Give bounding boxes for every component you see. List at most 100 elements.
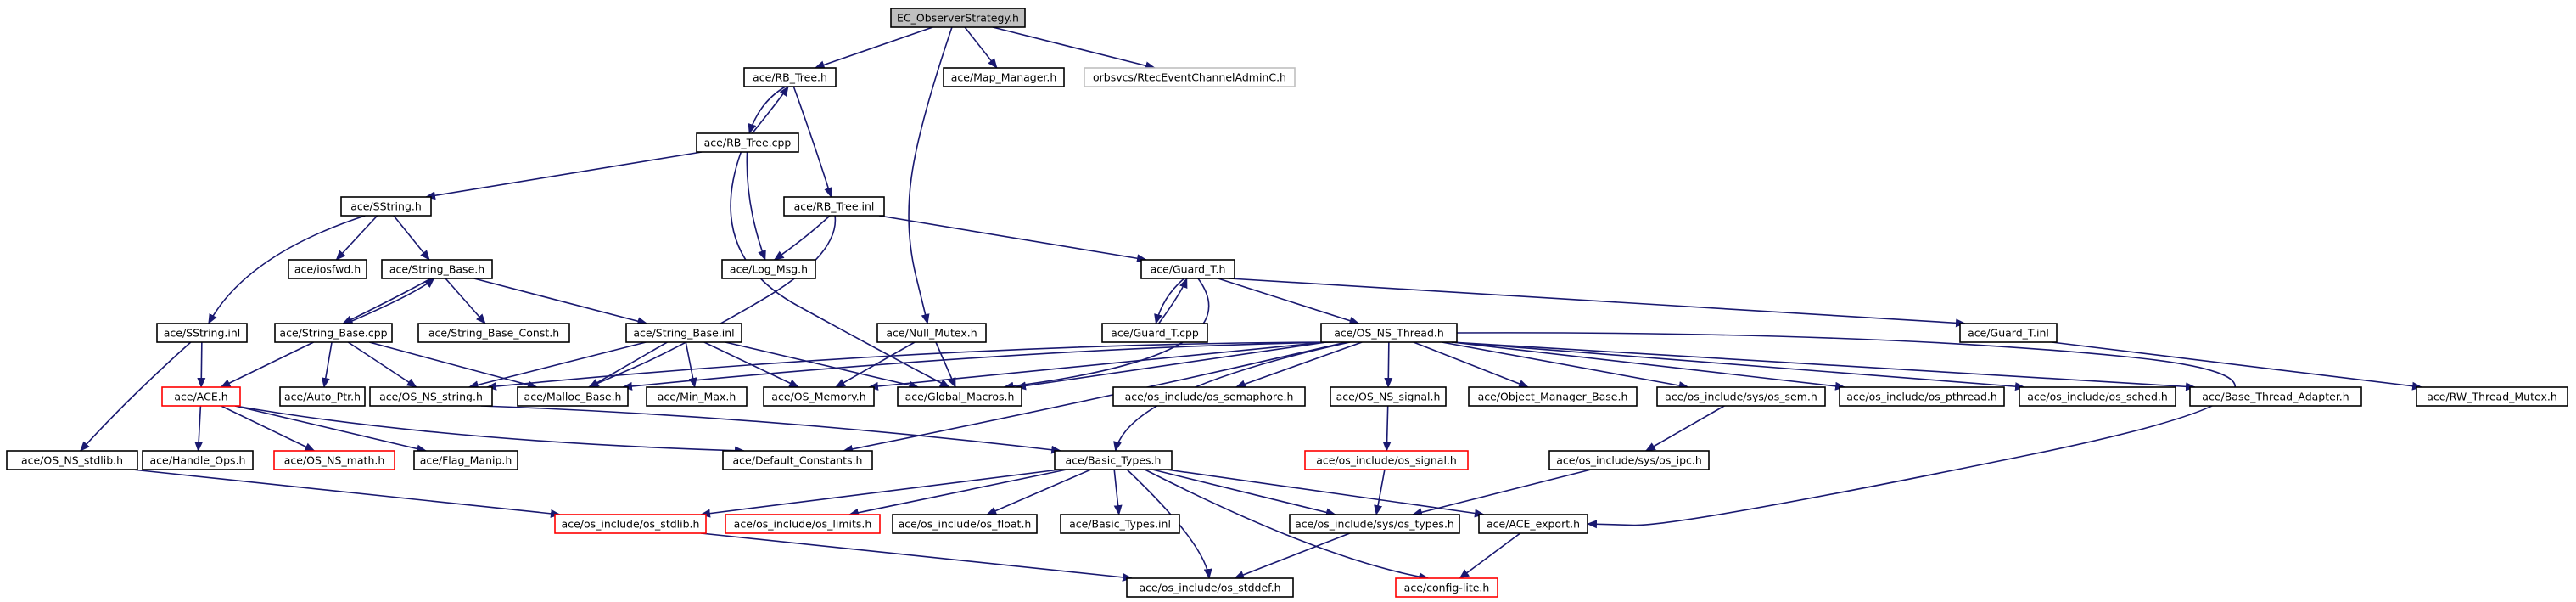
node-guard-t-inl[interactable]: ace/Guard_T.inl [1959, 323, 2058, 343]
node-basic-types-inl[interactable]: ace/Basic_Types.inl [1060, 514, 1180, 534]
node-iosfwd[interactable]: ace/iosfwd.h [288, 259, 367, 279]
edge-null_mutex-to-global_macros [935, 341, 956, 388]
node-base-thread-adapter[interactable]: ace/Base_Thread_Adapter.h [2189, 386, 2362, 407]
node-label: ace/Auto_Ptr.h [284, 391, 361, 403]
node-os-ns-math[interactable]: ace/OS_NS_math.h [273, 450, 395, 470]
node-box [646, 386, 748, 407]
node-box [763, 386, 875, 407]
node-os-ipc[interactable]: ace/os_include/sys/os_ipc.h [1548, 450, 1710, 470]
node-os-ns-thread[interactable]: ace/OS_NS_Thread.h [1320, 323, 1458, 343]
node-string-base-const[interactable]: ace/String_Base_Const.h [417, 323, 570, 343]
node-auto-ptr[interactable]: ace/Auto_Ptr.h [279, 386, 366, 407]
node-box [1112, 386, 1306, 407]
edge-os_ns_thread-to-ace_export [1456, 332, 2236, 529]
file-nodes: EC_ObserverStrategy.h ace/RB_Tree.h ace/Ma… [6, 8, 2568, 598]
node-string-base-cpp[interactable]: ace/String_Base.cpp [274, 323, 393, 343]
edge-os_ns_thread-to-os_semaphore [1235, 341, 1363, 389]
node-label: ace/Guard_T.h [1151, 263, 1226, 276]
node-log-msg[interactable]: ace/Log_Msg.h [721, 259, 816, 279]
node-label: ace/os_include/sys/os_sem.h [1665, 391, 1817, 403]
node-os-sched[interactable]: ace/os_include/os_sched.h [2019, 386, 2176, 407]
node-label: ace/Basic_Types.h [1066, 454, 1162, 467]
node-box [725, 514, 881, 534]
node-rtec-admin[interactable]: orbsvcs/RtecEventChannelAdminC.h [1084, 67, 1296, 87]
node-label: ace/Malloc_Base.h [524, 391, 622, 403]
node-rw-thread-mutex[interactable]: ace/RW_Thread_Mutex.h [2416, 386, 2568, 407]
node-os-pthread[interactable]: ace/os_include/os_pthread.h [1839, 386, 2005, 407]
node-rb-tree-inl[interactable]: ace/RB_Tree.inl [783, 196, 885, 217]
node-label: ace/RW_Thread_Mutex.h [2427, 391, 2557, 403]
node-box [2189, 386, 2362, 407]
edge-os_ipc-to-os_types [1412, 469, 1592, 517]
node-label: ace/Guard_T.inl [1968, 327, 2049, 340]
edge-os_ns_thread-to-malloc_base [622, 341, 1334, 391]
node-guard-t-h[interactable]: ace/Guard_T.h [1140, 259, 1235, 279]
node-box [1468, 386, 1638, 407]
node-box [625, 323, 742, 343]
edge-os_signal-to-os_types [1374, 469, 1386, 515]
node-string-base-h[interactable]: ace/String_Base.h [381, 259, 493, 279]
node-box [1656, 386, 1826, 407]
node-box [288, 259, 367, 279]
node-rb-tree-cpp[interactable]: ace/RB_Tree.cpp [696, 132, 799, 153]
node-box [943, 67, 1065, 87]
edge-string_base_cpp-to-os_ns_string [347, 341, 417, 388]
node-sstring-inl[interactable]: ace/SString.inl [156, 323, 248, 343]
node-box [273, 450, 395, 470]
node-object-manager-base[interactable]: ace/Object_Manager_Base.h [1468, 386, 1638, 407]
node-string-base-inl[interactable]: ace/String_Base.inl [625, 323, 742, 343]
node-label: ace/String_Base.cpp [279, 327, 387, 340]
node-default-constants[interactable]: ace/Default_Constants.h [722, 450, 873, 470]
node-label: ace/os_include/sys/os_ipc.h [1556, 454, 1702, 467]
node-global-macros[interactable]: ace/Global_Macros.h [897, 386, 1022, 407]
edge-rb_tree_cpp-to-global_macros [730, 151, 950, 388]
node-os-signal[interactable]: ace/os_include/os_signal.h [1304, 450, 1469, 470]
node-box [1140, 259, 1235, 279]
node-box [417, 323, 570, 343]
edge-os_types-to-os_stddef [1234, 532, 1351, 579]
edge-ec_observer_strategy-to-null_mutex [908, 26, 953, 324]
node-ace-export[interactable]: ace/ACE_export.h [1478, 514, 1588, 534]
node-label: ace/iosfwd.h [294, 263, 361, 276]
node-label: ace/Basic_Types.inl [1069, 518, 1171, 531]
node-label: ace/ACE_export.h [1487, 518, 1580, 531]
node-min-max[interactable]: ace/Min_Max.h [646, 386, 748, 407]
node-sstring-h[interactable]: ace/SString.h [340, 196, 432, 217]
node-box [1839, 386, 2005, 407]
edge-os_ns_thread-to-os_pthread [1451, 341, 1845, 391]
node-os-sem[interactable]: ace/os_include/sys/os_sem.h [1656, 386, 1826, 407]
node-os-memory[interactable]: ace/OS_Memory.h [763, 386, 875, 407]
node-label: ace/SString.inl [164, 327, 241, 340]
edge-rb_tree_h-to-rb_tree_cpp [748, 86, 787, 134]
node-os-types[interactable]: ace/os_include/sys/os_types.h [1289, 514, 1460, 534]
node-null-mutex[interactable]: ace/Null_Mutex.h [876, 323, 987, 343]
edge-rb_tree_h-to-rb_tree_inl [792, 86, 833, 198]
node-os-stddef[interactable]: ace/os_include/os_stddef.h [1126, 577, 1294, 598]
node-os-ns-string[interactable]: ace/OS_NS_string.h [369, 386, 493, 407]
node-guard-t-cpp[interactable]: ace/Guard_T.cpp [1101, 323, 1208, 343]
edge-basic_types_h-to-os_types [1152, 469, 1336, 517]
node-label: ace/Min_Max.h [658, 391, 736, 403]
node-box [1478, 514, 1588, 534]
node-os-semaphore[interactable]: ace/os_include/os_semaphore.h [1112, 386, 1306, 407]
node-ec-observer-strategy[interactable]: EC_ObserverStrategy.h [890, 8, 1026, 28]
node-label: ace/Handle_Ops.h [150, 454, 246, 467]
edge-guard_t_cpp-to-guard_t_h [1158, 278, 1188, 324]
node-rb-tree-h[interactable]: ace/RB_Tree.h [743, 67, 837, 87]
node-os-stdlib[interactable]: ace/os_include/os_stdlib.h [554, 514, 707, 534]
node-label: ace/Log_Msg.h [730, 263, 808, 276]
node-handle-ops[interactable]: ace/Handle_Ops.h [142, 450, 254, 470]
node-map-manager[interactable]: ace/Map_Manager.h [943, 67, 1065, 87]
node-os-ns-stdlib[interactable]: ace/OS_NS_stdlib.h [6, 450, 138, 470]
node-flag-manip[interactable]: ace/Flag_Manip.h [413, 450, 518, 470]
node-os-ns-signal[interactable]: ace/OS_NS_signal.h [1330, 386, 1447, 407]
edge-rb_tree_cpp-to-sstring_h [425, 151, 703, 200]
node-config-lite[interactable]: ace/config-lite.h [1395, 577, 1498, 598]
node-label: ace/config-lite.h [1404, 582, 1490, 594]
node-malloc-base[interactable]: ace/Malloc_Base.h [517, 386, 629, 407]
node-os-float[interactable]: ace/os_include/os_float.h [892, 514, 1038, 534]
node-basic-types-h[interactable]: ace/Basic_Types.h [1054, 450, 1173, 470]
node-box [1101, 323, 1208, 343]
node-os-limits[interactable]: ace/os_include/os_limits.h [725, 514, 881, 534]
node-ace-h[interactable]: ace/ACE.h [161, 386, 241, 407]
